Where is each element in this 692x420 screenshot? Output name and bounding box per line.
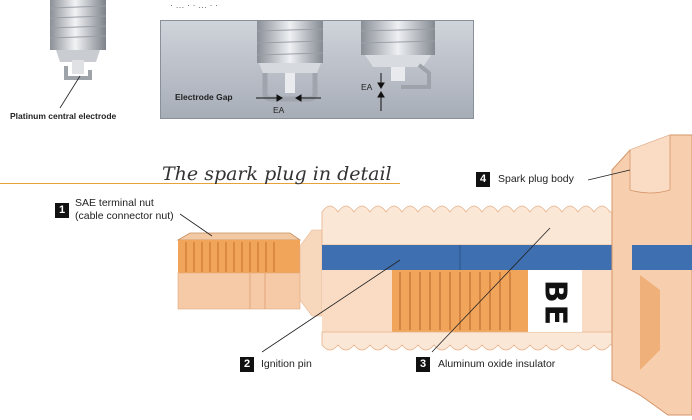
ea-label-right: EA — [361, 82, 373, 92]
insulator-marking: BE — [537, 279, 573, 328]
ea-label-left: EA — [273, 105, 285, 115]
callout-spark-plug-body: Spark plug body — [498, 173, 574, 185]
callout-1-line1: SAE terminal nut — [75, 197, 154, 209]
title-rule — [0, 183, 400, 184]
top-caption-fragment: · … · · … · · — [170, 0, 218, 10]
callout-ignition-pin: Ignition pin — [261, 358, 312, 370]
section-title: The spark plug in detail — [162, 163, 392, 185]
callout-badge-1: 1 — [55, 203, 69, 218]
callout-badge-4: 4 — [476, 172, 490, 187]
callout-sae-terminal-nut: SAE terminal nut (cable connector nut) — [75, 197, 174, 223]
callout-badge-3: 3 — [416, 357, 430, 372]
electrode-gap-photo: Electrode Gap EA EA — [160, 20, 474, 119]
callout-1-line2: (cable connector nut) — [75, 210, 174, 222]
electrode-gap-label: Electrode Gap — [175, 92, 233, 102]
platinum-electrode-photo — [49, 0, 107, 109]
callout-aluminum-oxide-insulator: Aluminum oxide insulator — [438, 358, 556, 370]
callout-badge-2: 2 — [240, 357, 254, 372]
platinum-electrode-label: Platinum central electrode — [10, 111, 117, 121]
